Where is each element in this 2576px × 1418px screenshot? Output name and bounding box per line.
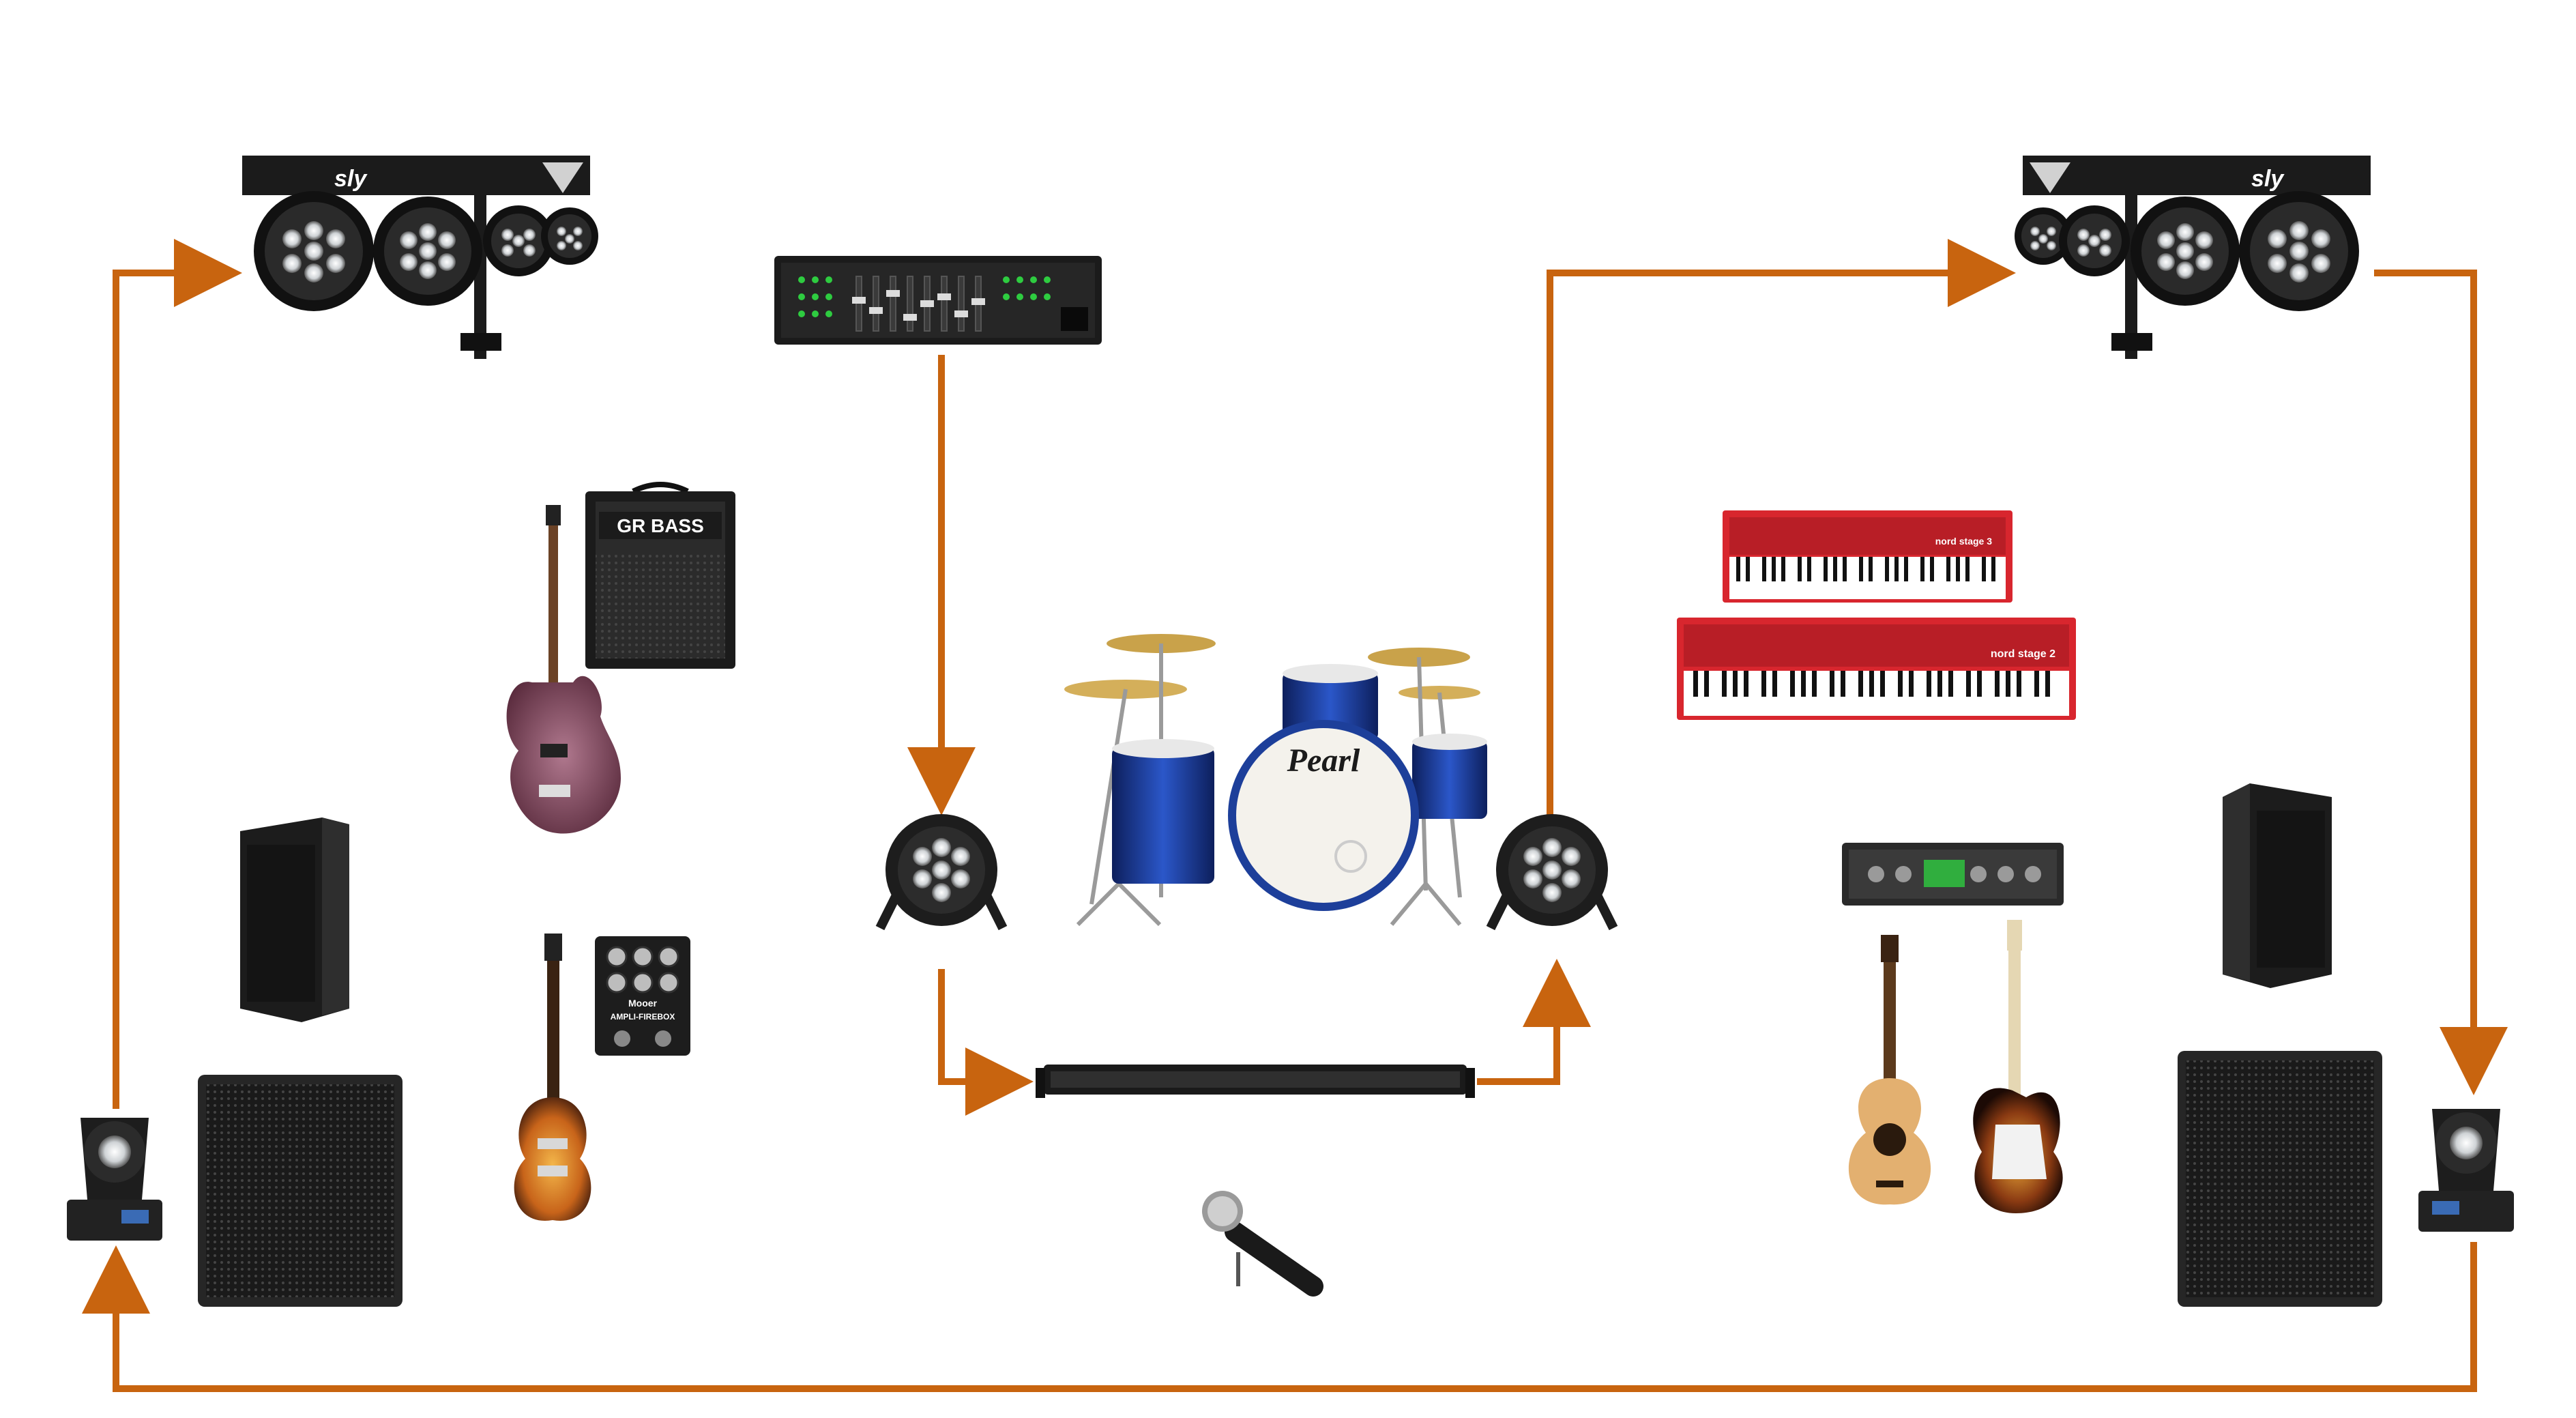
moving-head-light-icon	[67, 1118, 162, 1241]
bass-amplifier-icon: GR BASS	[585, 482, 735, 669]
connection-moving-head-left-to-lightbar-left	[113, 239, 242, 1109]
pa-speaker-icon	[240, 817, 349, 1022]
lightbar-left-logo: sly	[334, 166, 368, 192]
par-light-icon	[1486, 814, 1618, 931]
connection-par-left-to-led-bar	[938, 969, 1034, 1116]
bass-amp-brand: GR BASS	[617, 515, 704, 536]
par-light-icon	[875, 814, 1008, 931]
drum-brand: Pearl	[1287, 742, 1360, 779]
moving-head-light-icon	[2418, 1109, 2514, 1232]
pa-speaker-icon	[2223, 783, 2332, 988]
acoustic-guitar-icon	[1848, 935, 1931, 1205]
lightbar-icon: sly	[242, 156, 598, 359]
guitar-pedal-icon: Mooer AMPLI-FIREBOX	[595, 936, 690, 1056]
pedal-name: AMPLI-FIREBOX	[611, 1012, 675, 1022]
stage-keyboard-icon: nord stage 3	[1723, 510, 2012, 603]
connection-led-bar-to-par-right	[1477, 959, 1591, 1085]
stage-keyboard-icon: nord stage 2	[1677, 618, 2076, 720]
drum-kit-icon: Pearl	[1064, 634, 1487, 927]
electric-guitar-icon	[514, 934, 591, 1221]
subwoofer-icon	[2178, 1051, 2382, 1307]
connection-lines	[82, 239, 2508, 1392]
bass-guitar-icon	[506, 505, 621, 834]
lightbar-icon: sly	[2015, 156, 2371, 359]
keyboard-bottom-model: nord stage 2	[1991, 648, 2055, 660]
dmx-controller-icon	[774, 256, 1102, 345]
subwoofer-icon	[198, 1075, 402, 1307]
connection-lightbar-right-to-moving-head-right	[2374, 270, 2508, 1095]
led-bar-icon	[1036, 1065, 1475, 1098]
amp-head-icon	[1842, 843, 2064, 906]
keyboard-top-model: nord stage 3	[1935, 536, 1992, 547]
connection-par-right-to-lightbar-right	[1547, 239, 2016, 822]
microphone-icon	[1202, 1191, 1323, 1297]
pedal-brand: Mooer	[628, 998, 658, 1009]
lightbar-right-logo: sly	[2251, 166, 2285, 192]
connection-moving-head-right-to-moving-head-left	[82, 1242, 2477, 1392]
stratocaster-icon	[1973, 920, 2063, 1213]
